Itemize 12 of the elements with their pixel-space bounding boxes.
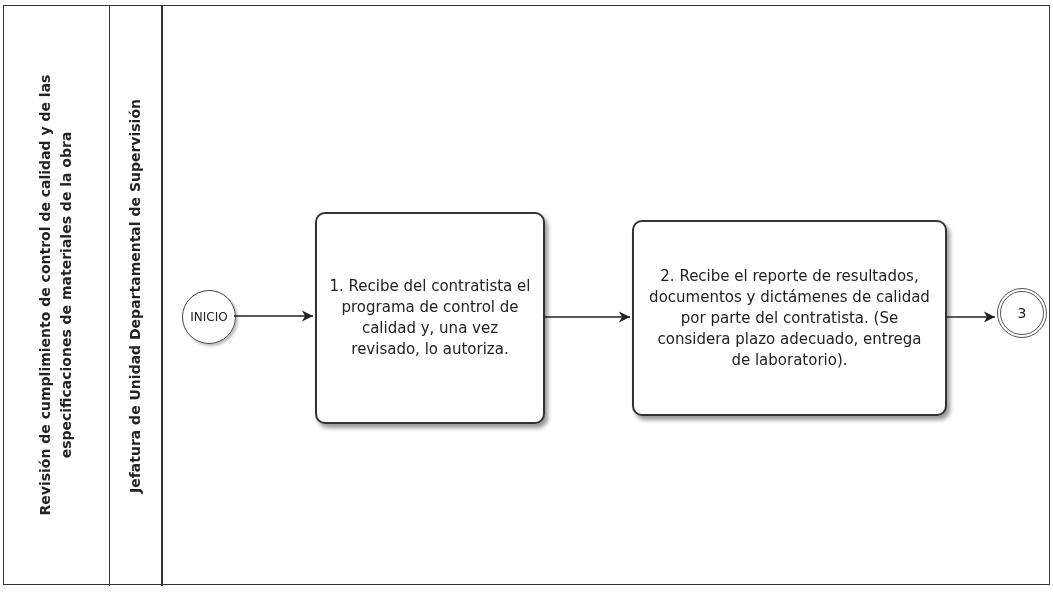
task-box: [315, 212, 545, 424]
task-text: 1. Recibe del contratista el programa de control de calidad y, una vez revisado, lo autoriza.: [329, 276, 531, 360]
task-box: [632, 220, 947, 416]
arrow: [233, 310, 314, 322]
pool-title: Revisión de cumplimiento de control de calidad y de las especificaciones de materiales de la obra: [36, 73, 75, 518]
task-text: 2. Recibe el reporte de resultados, documentos y dictámenes de calidad por parte del contratista. (Se considera plazo adecuado, entrega de laboratorio).: [648, 265, 931, 371]
arrow: [542, 311, 631, 323]
arrow: [944, 311, 996, 323]
lane-title: Jefatura de Unidad Departamental de Supervisión: [126, 98, 144, 496]
event-label: INICIO: [190, 310, 228, 324]
intermediate-event-circle: [997, 288, 1047, 338]
event-label: 3: [1017, 305, 1027, 321]
